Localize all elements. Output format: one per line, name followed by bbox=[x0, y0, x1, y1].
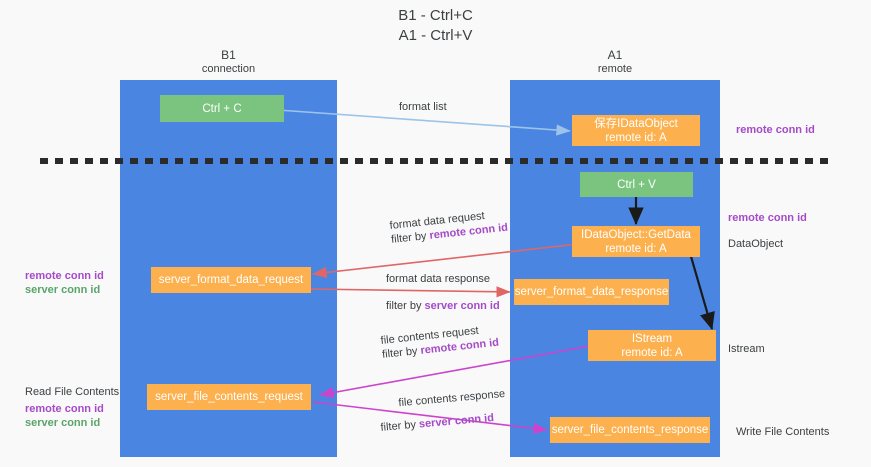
annotation-right-dataobject: DataObject bbox=[728, 238, 784, 250]
node-server-file-contents-request-label: server_file_contents_request bbox=[155, 391, 303, 403]
node-istream[interactable]: IStream remote id: A bbox=[588, 330, 716, 361]
annotation-right-write-file-contents: Write File Contents bbox=[736, 426, 830, 438]
edge-label-file-contents-response-line2: filter by server conn id bbox=[380, 410, 508, 435]
node-ctrl-c[interactable]: Ctrl + C bbox=[160, 95, 284, 122]
title-line-1: B1 - Ctrl+C bbox=[398, 7, 473, 24]
node-server-file-contents-response[interactable]: server_file_contents_response bbox=[550, 417, 710, 443]
edge-label-format-list-line1: format list bbox=[399, 101, 447, 113]
edge-filter-prefix: filter by bbox=[381, 344, 422, 361]
column-header-b1-sub: connection bbox=[201, 63, 256, 75]
edge-filter-keyword: server conn id bbox=[424, 300, 500, 312]
annotation-left-server-conn-id-mid: server conn id bbox=[25, 284, 101, 296]
edge-filter-prefix: filter by bbox=[380, 418, 420, 434]
column-header-a1-sub: remote bbox=[597, 63, 633, 75]
phase-divider-dashed-line bbox=[40, 158, 835, 164]
edge-label-format-data-response-line2: filter by server conn id bbox=[386, 299, 500, 313]
edge-label-file-contents-response-line1: file contents response bbox=[398, 387, 506, 410]
column-header-a1: A1 remote bbox=[510, 48, 720, 76]
column-header-b1-name: B1 bbox=[221, 48, 236, 62]
node-server-format-data-response-label: server_format_data_response bbox=[514, 286, 669, 298]
edge-label-format-data-response-line1: format data response bbox=[386, 273, 490, 285]
page-title: B1 - Ctrl+C A1 - Ctrl+V bbox=[0, 6, 871, 46]
edge-label-format-data-request: format data request filter by remote con… bbox=[389, 207, 509, 247]
node-idataobject-getdata-title: IDataObject::GetData bbox=[581, 228, 691, 241]
edge-label-file-contents-response: file contents response filter by server … bbox=[378, 387, 508, 435]
node-save-idataobject[interactable]: 保存IDataObject remote id: A bbox=[572, 115, 700, 146]
node-server-format-data-request[interactable]: server_format_data_request bbox=[151, 267, 311, 293]
annotation-right-istream: Istream bbox=[728, 343, 765, 355]
node-server-format-data-response[interactable]: server_format_data_response bbox=[514, 279, 669, 305]
edge-filter-keyword: server conn id bbox=[418, 411, 495, 431]
edge-label-format-list: format list bbox=[399, 100, 447, 114]
edge-filter-prefix: filter by bbox=[390, 229, 431, 246]
edge-label-format-data-response: format data response filter by server co… bbox=[386, 272, 500, 313]
node-ctrl-c-label: Ctrl + C bbox=[202, 102, 242, 115]
node-istream-title: IStream bbox=[631, 332, 673, 345]
node-idataobject-getdata-subtitle: remote id: A bbox=[605, 242, 667, 255]
column-header-a1-name: A1 bbox=[607, 48, 623, 62]
annotation-left-read-file-contents: Read File Contents bbox=[25, 386, 120, 398]
column-header-b1: B1 connection bbox=[120, 48, 337, 76]
node-server-format-data-request-label: server_format_data_request bbox=[158, 274, 304, 286]
annotation-left-remote-conn-id-bottom: remote conn id bbox=[25, 403, 104, 415]
annotation-left-remote-conn-id-mid: remote conn id bbox=[25, 270, 104, 282]
node-ctrl-v[interactable]: Ctrl + V bbox=[580, 172, 693, 197]
edge-label-file-contents-request: file contents request filter by remote c… bbox=[380, 322, 500, 362]
annotation-right-remote-conn-id-top: remote conn id bbox=[736, 124, 815, 136]
node-save-idataobject-title: 保存IDataObject bbox=[594, 117, 678, 130]
edge-filter-prefix: filter by bbox=[386, 300, 425, 312]
node-idataobject-getdata[interactable]: IDataObject::GetData remote id: A bbox=[572, 226, 700, 257]
node-istream-subtitle: remote id: A bbox=[621, 346, 683, 359]
annotation-left-server-conn-id-bottom: server conn id bbox=[25, 417, 101, 429]
node-ctrl-v-label: Ctrl + V bbox=[617, 178, 656, 191]
annotation-right-remote-conn-id-mid: remote conn id bbox=[728, 212, 807, 224]
node-server-file-contents-request[interactable]: server_file_contents_request bbox=[147, 384, 311, 410]
title-line-2: A1 - Ctrl+V bbox=[398, 27, 473, 44]
node-server-file-contents-response-label: server_file_contents_response bbox=[551, 424, 709, 436]
node-save-idataobject-subtitle: remote id: A bbox=[605, 131, 667, 144]
